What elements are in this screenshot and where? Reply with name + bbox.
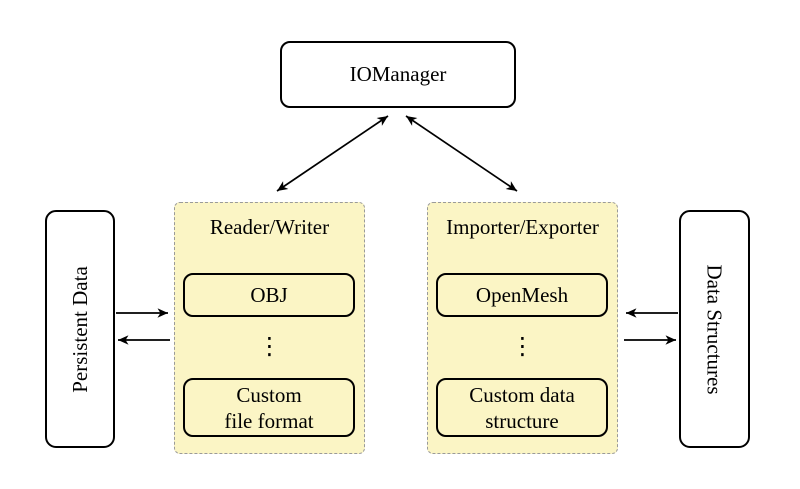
node-data-structures: Data Structures — [679, 210, 750, 448]
node-custom-data-structure-line2: structure — [485, 408, 559, 433]
node-iomanager: IOManager — [280, 41, 516, 108]
group-importer-exporter: Importer/Exporter OpenMesh ⋮ Custom data… — [427, 202, 618, 454]
node-custom-file-format-line1: Custom — [236, 382, 302, 407]
group-reader-writer-title: Reader/Writer — [209, 215, 330, 239]
node-custom-file-format: Custom file format — [183, 378, 355, 437]
group-reader-writer: Reader/Writer OBJ ⋮ Custom file format — [174, 202, 365, 454]
group-importer-exporter-title: Importer/Exporter — [446, 215, 599, 239]
node-iomanager-label: IOManager — [349, 62, 447, 86]
node-data-structures-label: Data Structures — [703, 263, 728, 395]
node-custom-data-structure-line1: Custom data — [469, 382, 575, 407]
vertical-ellipsis-icon: ⋮ — [257, 332, 282, 360]
arrow-iomanager-importerexporter — [405, 115, 518, 192]
node-obj: OBJ — [183, 273, 355, 317]
node-openmesh-label: OpenMesh — [475, 283, 569, 307]
node-persistent-data-label: Persistent Data — [67, 265, 92, 393]
node-custom-file-format-line2: file format — [224, 408, 314, 433]
node-openmesh: OpenMesh — [436, 273, 608, 317]
vertical-ellipsis-icon: ⋮ — [510, 332, 535, 360]
node-custom-data-structure: Custom data structure — [436, 378, 608, 437]
node-persistent-data: Persistent Data — [45, 210, 115, 448]
node-obj-label: OBJ — [250, 283, 288, 307]
arrow-iomanager-readerwriter — [276, 115, 389, 192]
